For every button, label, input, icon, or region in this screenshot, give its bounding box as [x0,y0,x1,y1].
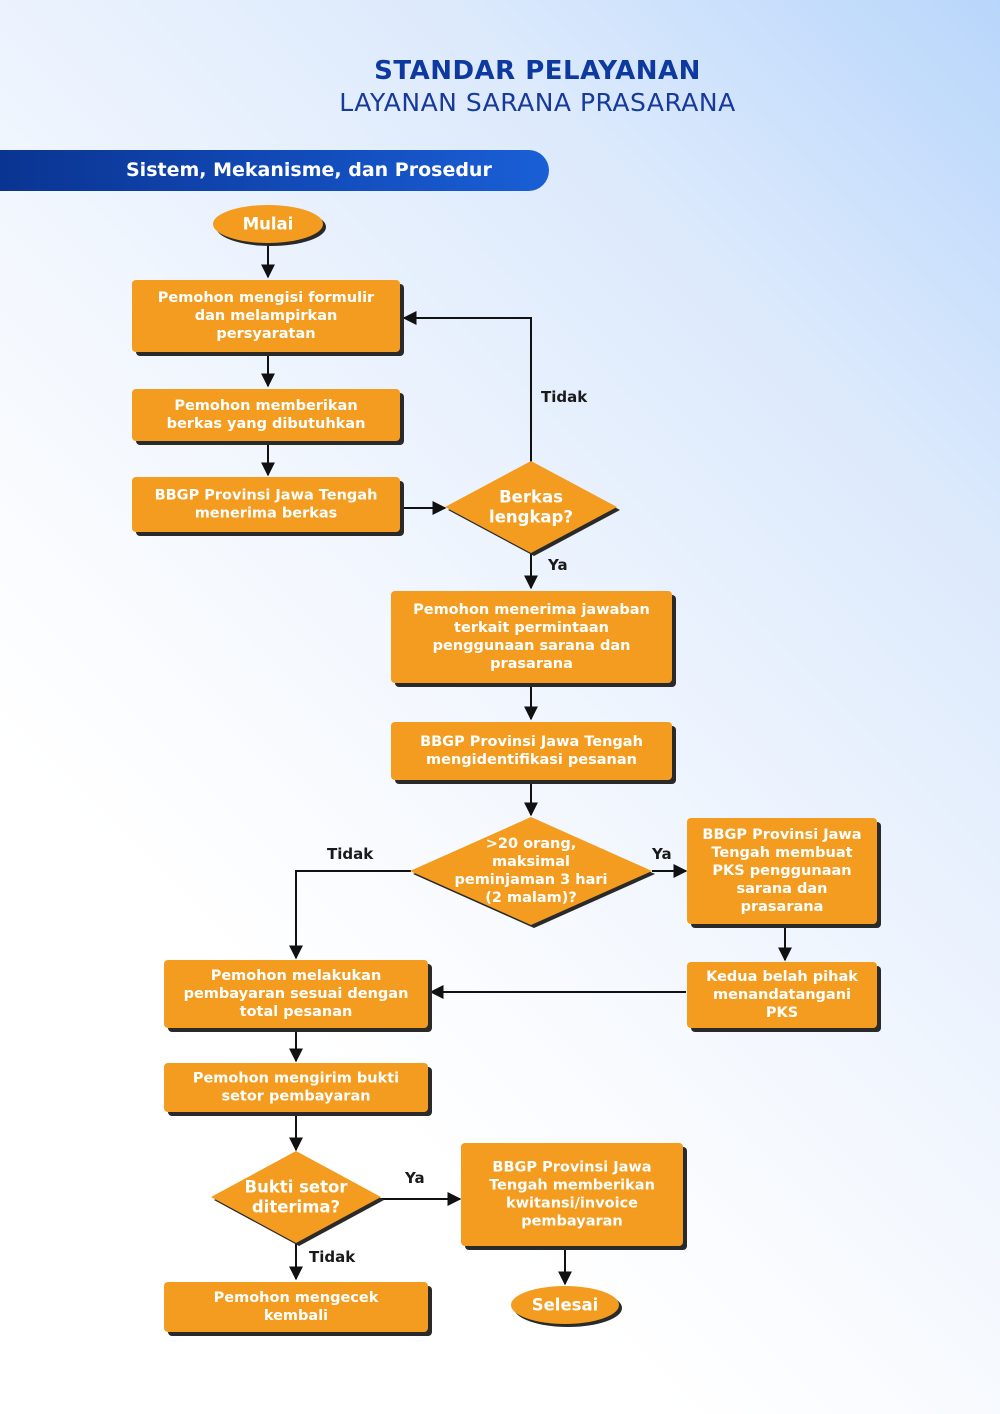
node-send-proof: Pemohon mengirim bukti setor pembayaran [164,1063,432,1116]
process-box [164,1063,428,1112]
node-text-line: berkas yang dibutuhkan [167,416,366,432]
node-text-line: Kedua belah pihak [706,969,858,985]
section-band: Sistem, Mekanisme, dan Prosedur [0,150,549,191]
node-text-line: mengidentifikasi pesanan [426,752,637,768]
node-capacity-check: >20 orang, maksimal peminjaman 3 hari (2 ma… [410,817,655,928]
process-box [132,280,400,352]
section-label: Sistem, Mekanisme, dan Prosedur [126,159,492,181]
edge-decision-no-back [402,311,532,462]
node-text-line: setor pembayaran [221,1089,370,1105]
decision-diamond [445,461,617,553]
edge-capacity-no [289,870,411,960]
node-text-line: menerima berkas [195,506,338,522]
process-box [164,1282,428,1332]
node-text-line: terkait permintaan [454,620,609,636]
process-box [461,1143,683,1246]
node-text-line: Selesai [532,1296,599,1315]
page-title: STANDAR PELAYANAN [374,56,701,86]
node-text-line: PKS penggunaan [712,863,851,879]
node-text-line: Berkas [499,488,563,507]
page-subtitle: LAYANAN SARANA PRASARANA [339,88,736,117]
process-box [164,960,428,1028]
node-text-line: BBGP Provinsi Jawa [702,827,861,843]
node-text-line: Tengah memberikan [489,1178,655,1194]
connectors [261,243,792,1286]
node-text-line: lengkap? [489,508,573,527]
process-box [391,591,672,683]
node-text-line: Pemohon mengirim bukti [193,1071,399,1087]
edge-labels: Tidak Ya Tidak Ya Ya Tidak [309,388,672,1266]
node-text-line: pembayaran [521,1214,623,1230]
terminal-ellipse [511,1286,619,1324]
node-text-line: pembayaran sesuai dengan [184,986,409,1002]
edge-label-ya: Ya [651,845,672,863]
edge-label-tidak: Tidak [541,388,588,406]
edge-label-tidak: Tidak [327,845,374,863]
process-box [687,818,877,924]
node-text-line: Mulai [243,215,294,234]
node-text-line: kwitansi/invoice [506,1196,638,1212]
node-text-line: BBGP Provinsi Jawa Tengah [155,488,378,504]
terminal-ellipse [213,205,323,243]
node-text-line: Tengah membuat [711,845,852,861]
node-text-line: Pemohon mengisi formulir [158,290,375,306]
node-recheck: Pemohon mengecek kembali [164,1282,432,1336]
node-text-line: peminjaman 3 hari [454,872,607,888]
node-text-line: >20 orang, [486,836,576,852]
node-end: Selesai [511,1286,622,1327]
node-text-line: menandatangani [713,987,851,1003]
node-text-line: penggunaan sarana dan [433,638,631,654]
node-text-line: Pemohon menerima jawaban [413,602,650,618]
process-box [687,962,877,1028]
node-text-line: Bukti setor [245,1178,349,1197]
node-pay: Pemohon melakukan pembayaran sesuai denga… [164,960,432,1032]
decision-diamond [410,817,652,925]
node-text-line: maksimal [492,854,570,870]
process-box [391,722,672,780]
node-text-line: total pesanan [240,1004,353,1020]
node-text-line: Pemohon mengecek [214,1290,379,1306]
decision-diamond [211,1151,381,1243]
node-text-line: diterima? [252,1198,340,1217]
node-text-line: sarana dan [737,881,828,897]
node-fill-form: Pemohon mengisi formulir dan melampirkan p… [132,280,404,356]
node-text-line: BBGP Provinsi Jawa Tengah [420,734,643,750]
edge-label-ya: Ya [547,556,568,574]
node-identify-order: BBGP Provinsi Jawa Tengah mengidentifikas… [391,722,676,784]
node-text-line: persyaratan [216,326,315,342]
node-text-line: (2 malam)? [485,890,577,906]
node-text-line: BBGP Provinsi Jawa [492,1160,651,1176]
node-give-files: Pemohon memberikan berkas yang dibutuhkan [132,389,404,445]
node-text-line: prasarana [741,899,824,915]
node-receive-files: BBGP Provinsi Jawa Tengah menerima berkas [132,477,404,536]
node-text-line: PKS [766,1005,798,1021]
node-start: Mulai [213,205,326,246]
process-box [132,389,400,441]
node-text-line: prasarana [490,656,573,672]
edge-label-ya: Ya [404,1169,425,1187]
node-text-line: Pemohon memberikan [174,398,357,414]
node-text-line: kembali [264,1308,328,1324]
process-box [132,477,400,532]
node-receive-answer: Pemohon menerima jawaban terkait perminta… [391,591,676,687]
node-text-line: Pemohon melakukan [211,968,382,984]
node-text-line: dan melampirkan [195,308,338,324]
edge-label-tidak: Tidak [309,1248,356,1266]
